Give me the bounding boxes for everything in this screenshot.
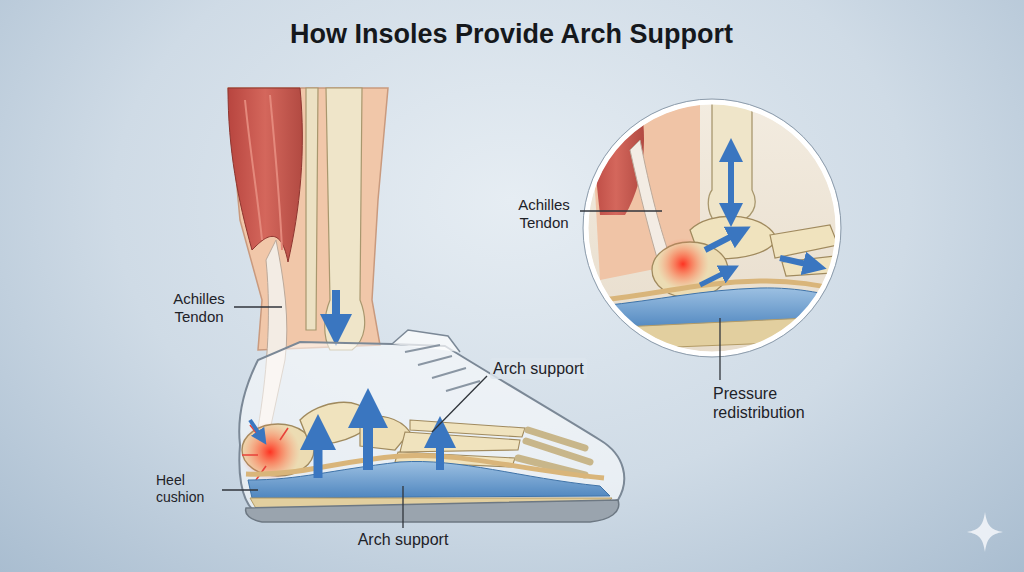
part-label: Arch support xyxy=(490,358,587,379)
diagram-title: How Insoles Provide Arch Support xyxy=(290,18,733,50)
part-label: Achilles Tendon xyxy=(503,196,585,232)
watermark-star xyxy=(967,512,1003,552)
part-label: Heel cushion xyxy=(156,472,222,506)
leader-lines xyxy=(222,211,720,528)
part-label: Arch support xyxy=(338,530,468,549)
part-label: Pressure redistribution xyxy=(713,384,845,422)
part-label: Achilles Tendon xyxy=(158,290,240,326)
